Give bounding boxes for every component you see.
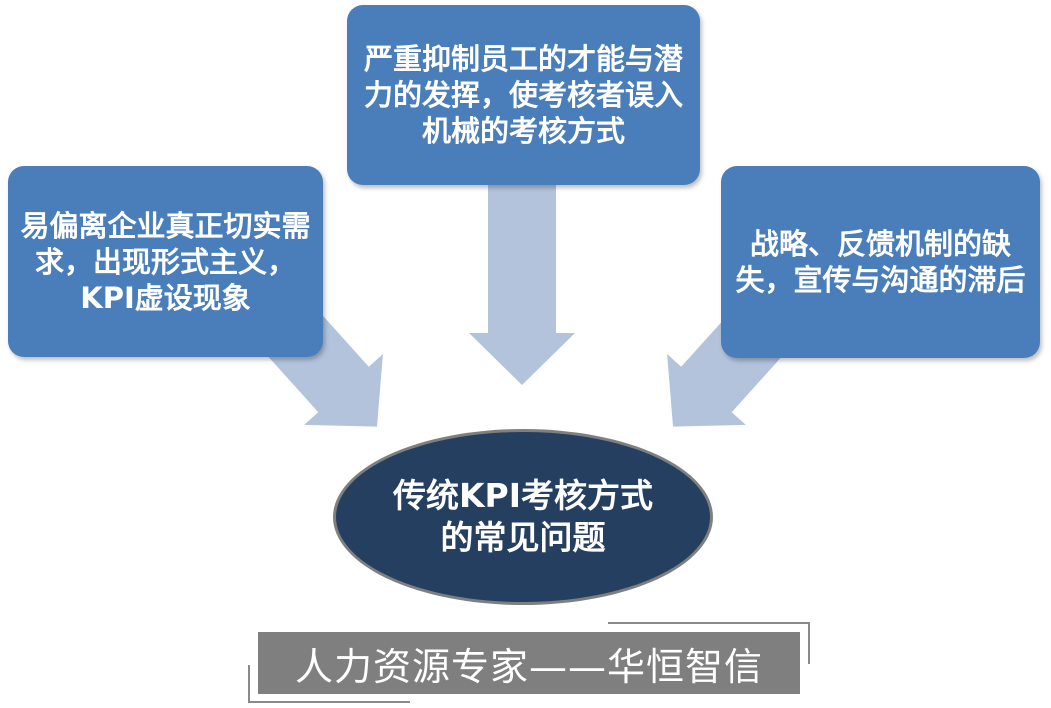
arrow-top <box>469 185 575 385</box>
box-left: 易偏离企业真正切实需求，出现形式主义，KPI虚设现象 <box>8 166 323 357</box>
banner-corner-line <box>608 622 810 624</box>
banner-corner-line <box>808 622 810 664</box>
banner-corner-line <box>248 701 410 703</box>
box-right: 战略、反馈机制的缺失，宣传与沟通的滞后 <box>721 166 1040 358</box>
brand-banner: 人力资源专家——华恒智信 <box>258 632 800 694</box>
banner-corner-line <box>248 665 250 703</box>
box-top: 严重抑制员工的才能与潜力的发挥，使考核者误入机械的考核方式 <box>347 5 700 185</box>
center-ellipse: 传统KPI考核方式的常见问题 <box>333 429 713 605</box>
